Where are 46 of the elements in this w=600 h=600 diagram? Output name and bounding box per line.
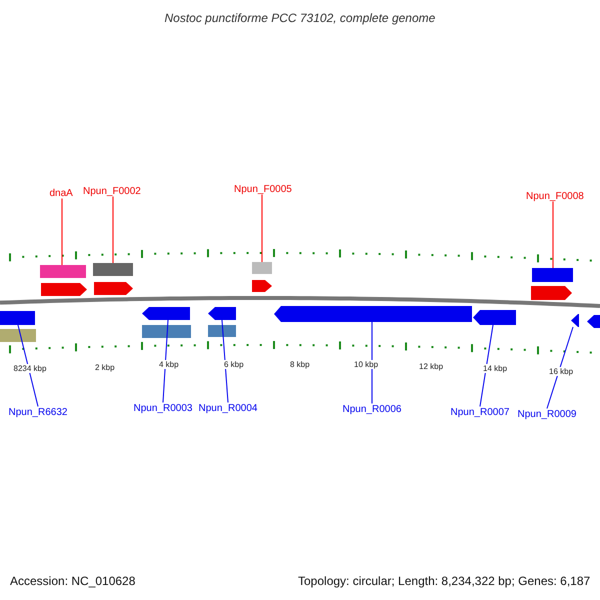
leader-line bbox=[162, 320, 168, 403]
gene-label: dnaA bbox=[50, 188, 73, 198]
scale-label: 4 kbp bbox=[158, 360, 180, 368]
gene-feature bbox=[532, 268, 573, 282]
gene-label: Npun_F0008 bbox=[526, 190, 584, 202]
gene-feature bbox=[571, 314, 579, 327]
gene-feature bbox=[252, 262, 272, 274]
gene-label: Npun_R0004 bbox=[198, 402, 258, 414]
gene-label: Npun_R0009 bbox=[518, 408, 576, 420]
gene-feature bbox=[93, 263, 133, 276]
gene-feature bbox=[142, 307, 190, 320]
scale-label: 8 kbp bbox=[289, 360, 311, 368]
gene-feature bbox=[208, 325, 236, 337]
gene-feature bbox=[208, 307, 236, 320]
leader-line bbox=[112, 196, 114, 264]
scale-label: 6 kbp bbox=[223, 360, 245, 368]
scale-label: 16 kbp bbox=[548, 366, 574, 376]
gene-label: Npun_R0007 bbox=[450, 406, 510, 418]
gene-feature bbox=[473, 310, 516, 325]
leader-line bbox=[552, 201, 554, 268]
gene-feature bbox=[0, 311, 35, 325]
leader-line bbox=[222, 320, 228, 403]
scale-label: 2 kbp bbox=[94, 362, 116, 372]
leader-line bbox=[18, 324, 38, 407]
scale-label: 10 kbp bbox=[353, 360, 380, 368]
gene-feature bbox=[0, 329, 36, 342]
gene-feature bbox=[252, 280, 272, 292]
gene-label: Npun_R0006 bbox=[342, 404, 402, 414]
gene-label: Npun_F0002 bbox=[83, 186, 141, 196]
scale-label: 8234 kbp bbox=[12, 364, 48, 372]
scale-label: 12 kbp bbox=[418, 362, 444, 370]
gene-label: Npun_F0005 bbox=[234, 184, 292, 194]
gene-feature bbox=[587, 315, 600, 328]
accession-text: Accession: NC_010628 bbox=[10, 574, 136, 588]
leader-line bbox=[480, 324, 494, 407]
gene-feature bbox=[531, 286, 572, 300]
gene-label: Npun_R0003 bbox=[134, 402, 192, 414]
scale-label: 14 kbp bbox=[482, 364, 508, 372]
gene-feature bbox=[94, 282, 133, 295]
gene-feature bbox=[41, 283, 87, 296]
genome-info-text: Topology: circular; Length: 8,234,322 bp; Genes: 6,187 bbox=[298, 574, 590, 588]
diagram-title: Nostoc punctiforme PCC 73102, complete genome bbox=[164, 11, 436, 25]
gene-feature bbox=[142, 325, 191, 338]
gene-feature bbox=[40, 265, 86, 278]
leader-line bbox=[546, 326, 574, 409]
gene-label: Npun_R6632 bbox=[8, 406, 68, 418]
